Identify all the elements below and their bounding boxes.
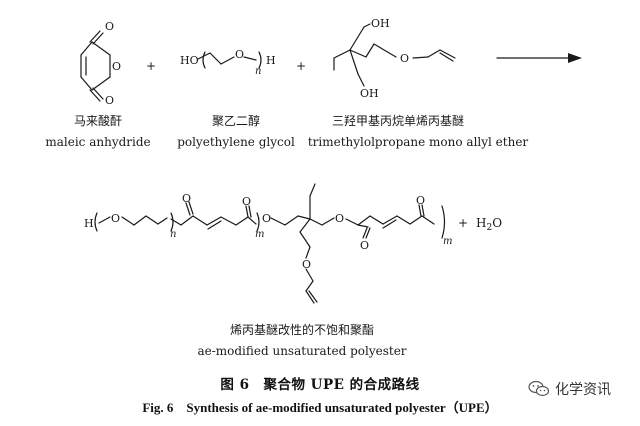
peg-structure — [197, 51, 262, 69]
product-o-ether: O — [302, 258, 311, 271]
figure-caption-en: Fig. 6 Synthesis of ae-modified unsatura… — [142, 400, 498, 415]
maleic-anhydride-name-cn: 马来酸酐 — [74, 113, 122, 128]
tmpme-oh-top: OH — [371, 17, 390, 30]
product-name-en: ae-modified unsaturated polyester — [197, 344, 406, 358]
product-o-1: O — [111, 212, 120, 225]
plus-sign-2: + — [296, 59, 306, 73]
arrow-head — [568, 53, 582, 63]
plus-sign-product: + — [458, 216, 468, 230]
peg-subscript-n: n — [255, 66, 261, 77]
peg-name-en: polyethylene glycol — [177, 135, 295, 149]
tmpme-name-en: trimethylolpropane mono allyl ether — [308, 135, 529, 149]
product-o-carbonyl-2: O — [242, 195, 251, 208]
atom-o-bottom: O — [105, 94, 114, 107]
product-h: H — [84, 217, 94, 230]
atom-o-top: O — [105, 20, 114, 33]
peg-ho: HO — [180, 54, 199, 67]
plus-sign-1: + — [146, 59, 156, 73]
maleic-anhydride-name-en: maleic anhydride — [45, 135, 150, 149]
watermark-text: 化学资讯 — [555, 382, 611, 398]
atom-o-ring: O — [112, 60, 121, 73]
peg-h: H — [266, 54, 276, 67]
maleic-anhydride-structure — [80, 30, 111, 102]
watermark: 化学资讯 — [528, 376, 611, 402]
product-o-carbonyl-3: O — [360, 239, 369, 252]
peg-o: O — [235, 48, 244, 61]
product-subscript-n: n — [170, 229, 176, 240]
tmpme-oh-bottom: OH — [360, 87, 379, 100]
tmpme-name-cn: 三羟甲基丙烷单烯丙基醚 — [332, 113, 464, 128]
peg-name-cn: 聚乙二醇 — [212, 113, 260, 128]
wechat-icon — [528, 380, 550, 397]
product-name-cn: 烯丙基醚改性的不饱和聚酯 — [230, 322, 374, 337]
product-o-2: O — [262, 212, 271, 225]
tmpme-o: O — [400, 52, 409, 65]
product-subscript-m1: m — [255, 229, 264, 240]
product-o-3: O — [335, 212, 344, 225]
product-o-carbonyl-1: O — [182, 192, 191, 205]
figure-caption-cn: 图 6 聚合物 UPE 的合成路线 — [220, 377, 420, 393]
tmpme-structure — [333, 23, 456, 87]
product-subscript-m2: m — [443, 236, 452, 247]
product-o-carbonyl-4: O — [416, 194, 425, 207]
water-h: H2O — [476, 216, 502, 233]
polyester-structure — [94, 183, 446, 304]
